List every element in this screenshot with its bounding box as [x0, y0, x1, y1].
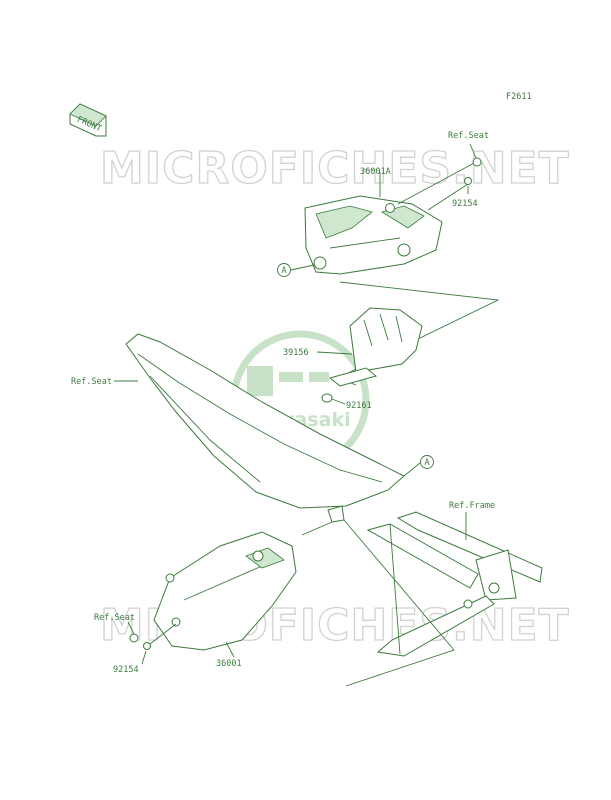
label-36001a: 36001A: [360, 167, 391, 177]
side-cover-36001a: [304, 195, 443, 275]
figure-code: F2611: [506, 92, 532, 102]
seat: [125, 333, 405, 523]
marker-a-2: A: [420, 455, 434, 469]
svg-text:A: A: [424, 458, 429, 468]
label-ref-seat-left: Ref.Seat: [71, 377, 112, 387]
front-arrow-icon: FRONT: [69, 103, 107, 137]
label-92161: 92161: [346, 401, 372, 411]
label-92154-top: 92154: [452, 199, 478, 209]
bolt-top-icon: [464, 157, 482, 185]
svg-text:A: A: [281, 266, 286, 276]
collar-92161-icon: [321, 393, 333, 403]
label-39156: 39156: [283, 348, 309, 358]
side-cover-36001: [153, 531, 297, 651]
label-ref-seat-top: Ref.Seat: [448, 131, 489, 141]
marker-a-1: A: [277, 263, 291, 277]
label-ref-seat-bottom: Ref.Seat: [94, 613, 135, 623]
label-92154-bottom: 92154: [113, 665, 139, 675]
watermark-top: MICROFICHES.NET: [100, 143, 570, 194]
pad-39156: [328, 307, 423, 387]
bolt-bottom-icon: [129, 633, 151, 650]
rear-frame: [366, 511, 543, 657]
label-36001: 36001: [216, 659, 242, 669]
label-ref-frame: Ref.Frame: [449, 501, 495, 511]
